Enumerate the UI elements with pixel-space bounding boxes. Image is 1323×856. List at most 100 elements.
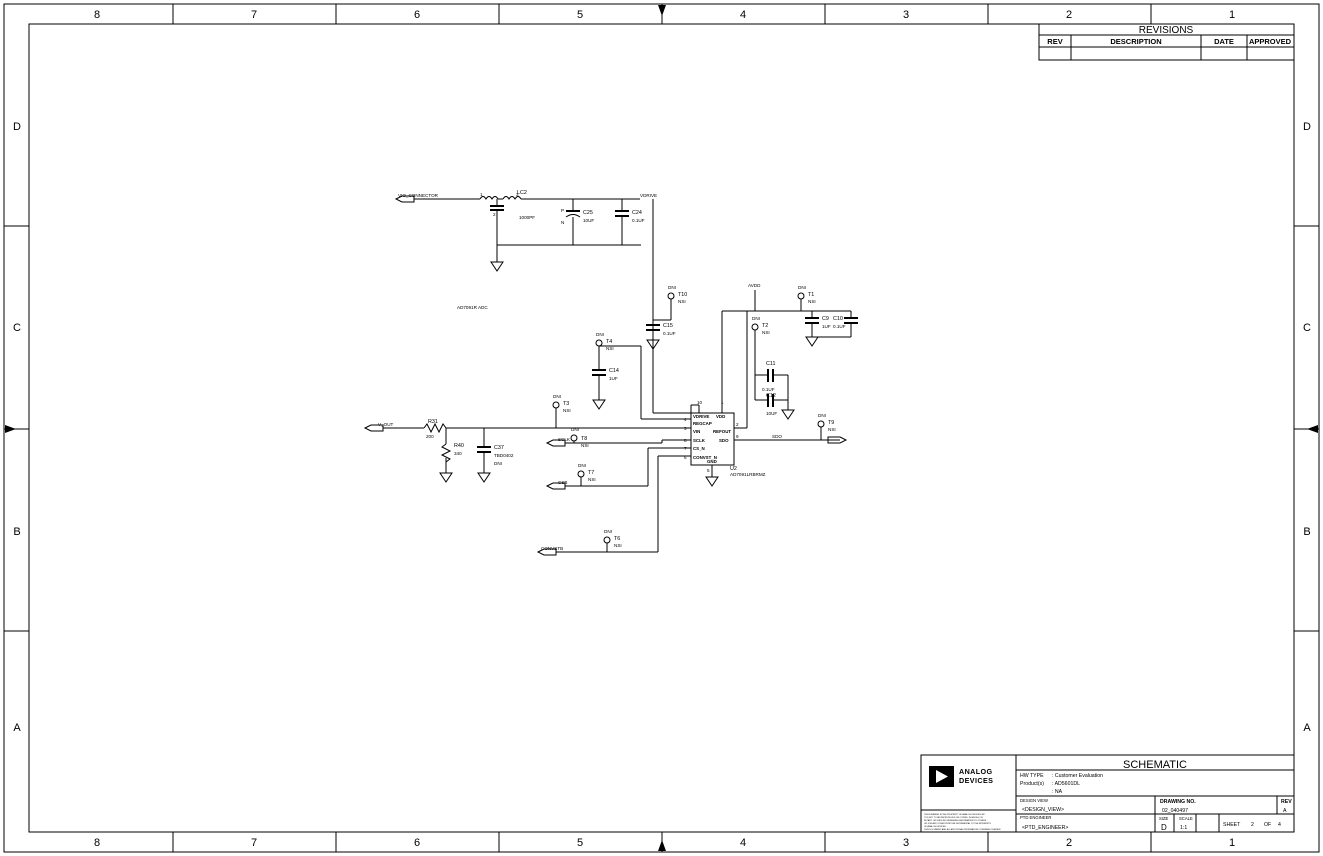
r40-value: 340: [454, 451, 462, 456]
port-sdo-out: [827, 436, 848, 444]
zone-labels-top: 8 7 6 5 4 3 2 1: [94, 9, 1235, 21]
adc-block-note: AD7091R ADC: [457, 305, 488, 310]
c25-value: 10UF: [583, 218, 594, 223]
legal-line-2: IT IS NOT TO BE REPRODUCED OR COPIED, IN…: [924, 817, 983, 819]
net-label-csb: CSB: [558, 480, 567, 485]
zone-label-right-a: A: [1303, 722, 1311, 734]
c10-refdes: C10: [833, 316, 843, 322]
ic-pin-name-regcap: REGCAP: [693, 421, 712, 426]
ic-u2-part: AD7091LRBRMZ: [730, 472, 766, 477]
zone-label-right-c: C: [1303, 322, 1311, 334]
c24-value: 0.1UF: [632, 218, 645, 223]
c9-value: 1UF: [822, 324, 831, 329]
zone-label-left-a: A: [13, 722, 21, 734]
convstb-section: CONVSTB DNI T6 NSI: [536, 455, 691, 556]
zone-label-left-d: D: [13, 121, 21, 133]
ic-pin-name-refout: REFOUT: [713, 429, 731, 434]
zone-label-bottom-2: 2: [1066, 837, 1072, 849]
rev-label: REV: [1281, 799, 1292, 805]
drawing-number-field: DRAWING NO. 02_040497: [1160, 799, 1196, 814]
zone-label-left-b: B: [13, 526, 20, 538]
ic-pin-name-sclk: SCLK: [693, 438, 706, 443]
ic-pin-num-9: 9: [736, 434, 739, 439]
net-label-avdd: AVDD: [748, 283, 761, 288]
t6-refdes: T6: [614, 536, 620, 542]
ic-pin-num-1: 1: [721, 400, 724, 405]
capacitor-c12: C12 10UF: [754, 375, 788, 416]
zone-label-left-c: C: [13, 322, 21, 334]
drawing-no-label: DRAWING NO.: [1160, 799, 1196, 805]
t7-dni-note: DNI: [578, 463, 586, 468]
capacitor-c15: C15 0.1UF: [646, 320, 676, 350]
zone-label-top-1: 1: [1229, 9, 1235, 21]
legal-line-4: OR FOR ANY OTHER PURPOSE DETRIMENTAL TO …: [924, 822, 991, 825]
design-view-value: <DESIGN_VIEW>: [1022, 807, 1064, 813]
ic-pin-num-7: 7: [684, 446, 687, 451]
zone-label-top-6: 6: [414, 9, 420, 21]
sheet-field: SHEET 2 OF 4: [1223, 822, 1281, 828]
c9-refdes: C9: [822, 316, 829, 322]
t8-value: NSI: [581, 443, 589, 448]
zone-label-bottom-4: 4: [740, 837, 746, 849]
ic-pin-name-vdd: VDD: [716, 414, 725, 419]
of-value: 4: [1278, 822, 1281, 828]
zone-label-bottom-1: 1: [1229, 837, 1235, 849]
hw-type-value: : Customer Evaluation: [1052, 773, 1103, 779]
t3-refdes: T3: [563, 401, 569, 407]
port-convstb: CONVSTB: [536, 546, 563, 556]
legal-line-1: THIS DRAWING IS THE PROPERTY OF ANALOG D…: [924, 813, 986, 816]
ptd-engineer-value: <PTD_ENGINEER>: [1022, 825, 1068, 831]
zone-label-bottom-8: 8: [94, 837, 100, 849]
net-label-v-out: V_OUT: [378, 422, 394, 427]
c14-value: 1UF: [609, 376, 618, 381]
t10-refdes: T10: [678, 292, 687, 298]
scale-field: SCALE 1:1: [1179, 816, 1193, 831]
c11-value: 0.1UF: [762, 387, 775, 392]
ic-u2-refdes: U2: [730, 466, 737, 472]
lc2-pin-2: 2: [493, 212, 496, 217]
zone-label-right-d: D: [1303, 121, 1311, 133]
logo-text-analog: ANALOG: [959, 767, 993, 776]
t9-refdes: T9: [828, 420, 834, 426]
c15-refdes: C15: [663, 323, 673, 329]
product-extra: : NA: [1052, 789, 1063, 795]
zone-label-top-2: 2: [1066, 9, 1072, 21]
c15-value: 0.1UF: [663, 331, 676, 336]
ic-pin-name-gnd: GND: [707, 459, 717, 464]
testpoint-t2-group: DNI T2 NSI: [751, 316, 770, 375]
sdo-section: SDO DNI T9 NSI: [772, 413, 848, 444]
t1-value: NSI: [808, 299, 816, 304]
capacitor-c14: C14 1UF: [592, 368, 619, 410]
logo-text-devices: DEVICES: [959, 776, 993, 785]
legal-line-6: THIS DOCUMENT AND ALL ADDITIONAL INFORMA…: [924, 828, 1001, 831]
testpoint-t1-group: DNI T1 NSI: [797, 285, 816, 311]
zone-label-bottom-3: 3: [903, 837, 909, 849]
lc2-refdes: LC2: [517, 190, 527, 196]
revisions-col-approved: APPROVED: [1249, 37, 1292, 46]
design-view-field: DESIGN VIEW <DESIGN_VIEW>: [1020, 798, 1064, 813]
testpoint-t6-group: DNI T6 NSI: [603, 529, 622, 552]
t3-dni-note: DNI: [553, 394, 561, 399]
zone-label-top-8: 8: [94, 9, 100, 21]
net-label-convstb: CONVSTB: [541, 546, 563, 551]
capacitor-c11: C11 0.1UF: [755, 361, 788, 392]
c37-refdes: C37: [494, 445, 504, 451]
t2-refdes: T2: [762, 323, 768, 329]
t8-dni-note: DNI: [571, 427, 579, 432]
rev-value: A: [1283, 808, 1287, 814]
t2-dni-note: DNI: [752, 316, 760, 321]
t3-value: NSI: [563, 408, 571, 413]
zone-labels-right: D C B A: [1303, 121, 1311, 734]
lc2-value: 1000PF: [519, 215, 535, 220]
port-vio-connector: VIO_CONNECTOR: [394, 193, 439, 203]
design-view-label: DESIGN VIEW: [1020, 798, 1048, 803]
r31-refdes: R31: [428, 419, 438, 425]
resistor-r40: R40 340: [439, 428, 464, 483]
ic-pin-name-convst-n: CONVST_N: [693, 455, 717, 460]
lc2-pin-3: 3: [516, 192, 519, 197]
c12-value: 10UF: [766, 411, 777, 416]
t9-dni-note: DNI: [818, 413, 826, 418]
legal-notice: THIS DRAWING IS THE PROPERTY OF ANALOG D…: [924, 813, 1001, 831]
ground-symbol-lc2: [490, 261, 504, 272]
